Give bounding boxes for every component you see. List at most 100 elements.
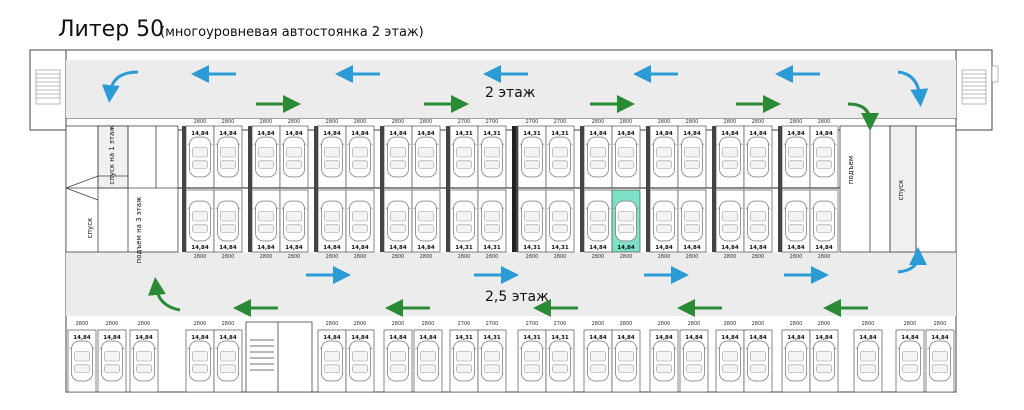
dimension-label: 2800: [724, 321, 737, 327]
space-area-label: 14,84: [683, 245, 701, 251]
parking-space: 14,84: [185, 125, 215, 189]
upper-lane: [66, 60, 956, 118]
car-icon: [385, 200, 411, 242]
parking-space: 14,84: [611, 125, 641, 189]
car-icon: [783, 340, 809, 382]
parking-space: 14,84: [679, 329, 709, 393]
car-icon: [717, 200, 743, 242]
dimension-label: 2800: [326, 321, 339, 327]
page-title: Литер 50: [58, 17, 164, 42]
car-icon: [681, 340, 707, 382]
parking-space: 14,31: [449, 189, 479, 253]
car-icon: [679, 136, 705, 178]
dimension-label: 2800: [288, 119, 301, 125]
car-icon: [585, 136, 611, 178]
space-area-label: 14,84: [721, 245, 739, 251]
parking-space: 14,84: [345, 125, 375, 189]
car-icon: [927, 340, 953, 382]
dimension-label: 2700: [458, 119, 471, 125]
space-area-label: 14,84: [589, 131, 607, 137]
space-area-label: 14,84: [901, 335, 919, 341]
ramp-label-down-left: спуск: [86, 218, 94, 239]
car-icon: [187, 136, 213, 178]
space-area-label: 14,31: [483, 245, 501, 251]
ramp-label-up-right: подъем: [847, 156, 855, 184]
dimension-label: 2700: [486, 119, 499, 125]
dimension-label: 2800: [354, 321, 367, 327]
u-turn-icon: [147, 277, 181, 312]
dimension-label: 2800: [752, 321, 765, 327]
car-icon: [451, 340, 477, 382]
parking-space: 14,84: [781, 189, 811, 253]
parking-space: 14,84: [345, 189, 375, 253]
dimension-label: 2800: [354, 119, 367, 125]
car-icon: [811, 200, 837, 242]
space-area-label: 14,84: [219, 131, 237, 137]
space-area-label: 14,84: [749, 245, 767, 251]
space-area-label: 14,84: [219, 335, 237, 341]
space-area-label: 14,31: [483, 335, 501, 341]
space-area-label: 14,84: [191, 245, 209, 251]
parking-space: 14,84: [781, 125, 811, 189]
parking-space: 14,84: [185, 189, 215, 253]
car-icon: [69, 340, 95, 382]
car-icon: [347, 340, 373, 382]
car-icon: [855, 340, 881, 382]
car-icon: [187, 340, 213, 382]
dimension-label: 2800: [288, 254, 301, 260]
car-icon: [215, 200, 241, 242]
car-icon: [99, 340, 125, 382]
space-area-label: 14,84: [389, 335, 407, 341]
dimension-label: 2800: [686, 119, 699, 125]
space-area-label: 14,84: [285, 131, 303, 137]
space-area-label: 14,84: [351, 131, 369, 137]
car-icon: [651, 200, 677, 242]
car-icon: [783, 200, 809, 242]
space-area-label: 14,84: [417, 245, 435, 251]
space-area-label: 14,84: [285, 245, 303, 251]
space-area-label: 14,84: [617, 245, 635, 251]
car-icon: [717, 136, 743, 178]
car-icon: [783, 136, 809, 178]
space-area-label: 14,84: [787, 245, 805, 251]
space-area-label: 14,84: [135, 335, 153, 341]
dimension-label: 2800: [724, 119, 737, 125]
space-area-label: 14,84: [931, 335, 949, 341]
car-icon: [613, 136, 639, 178]
car-icon: [613, 340, 639, 382]
dimension-label: 2800: [76, 321, 89, 327]
car-icon: [547, 200, 573, 242]
dimension-label: 2800: [260, 254, 273, 260]
dimension-label: 2800: [222, 119, 235, 125]
parking-space: 14,84: [383, 125, 413, 189]
space-area-label: 14,84: [323, 245, 341, 251]
floor-label-upper: 2 этаж: [485, 85, 536, 101]
dimension-label: 2800: [592, 254, 605, 260]
u-turn-icon: [897, 247, 927, 274]
parking-space: 14,84: [895, 329, 925, 393]
parking-space: 14,84: [411, 189, 441, 253]
car-icon: [347, 200, 373, 242]
dimension-label: 2800: [354, 254, 367, 260]
car-icon: [717, 340, 743, 382]
space-area-label: 14,84: [73, 335, 91, 341]
car-icon: [679, 200, 705, 242]
dimension-label: 2800: [486, 254, 499, 260]
dimension-label: 2800: [818, 254, 831, 260]
ramp-label-down-right: спуск: [897, 180, 905, 201]
car-icon: [651, 340, 677, 382]
parking-space: 14,31: [449, 125, 479, 189]
parking-space: 14,31: [517, 189, 547, 253]
space-area-label: 14,84: [815, 131, 833, 137]
parking-space: 14,84: [649, 329, 679, 393]
traffic-arrows-lower: [147, 247, 927, 317]
car-icon: [451, 200, 477, 242]
car-icon: [585, 340, 611, 382]
parking-space: 14,84: [743, 125, 773, 189]
parking-space: 14,31: [545, 125, 575, 189]
stairs-icon: [961, 65, 999, 105]
car-icon: [479, 200, 505, 242]
space-area-label: 14,84: [323, 131, 341, 137]
page-subtitle: (многоуровневая автостоянка 2 этаж): [160, 25, 424, 40]
lower-lane: [66, 252, 956, 316]
